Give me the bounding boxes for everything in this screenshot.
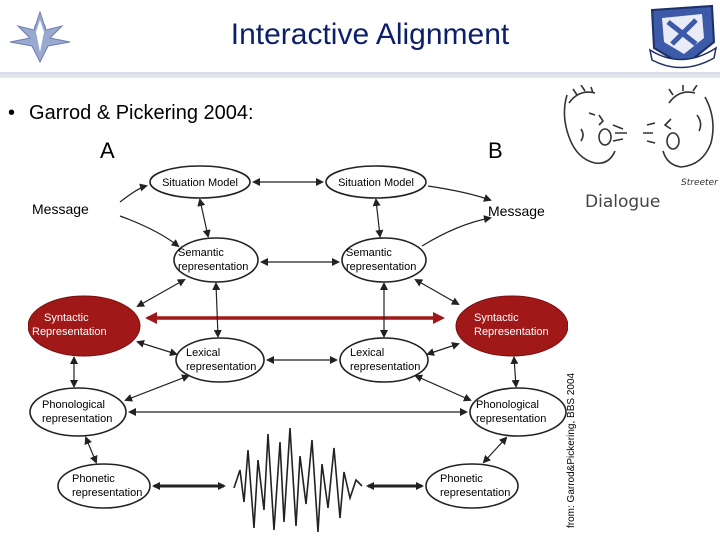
slide-title: Interactive Alignment bbox=[230, 18, 510, 51]
b-syntactic-phonological-arrow bbox=[510, 356, 520, 388]
b-phonological-label-1: Phonological bbox=[476, 399, 539, 411]
b-syntactic-node bbox=[455, 295, 568, 357]
dialogue-sketch: Streeter Dialogue bbox=[563, 85, 719, 212]
b-phonetic-label-2: representation bbox=[440, 487, 510, 499]
label-a: A bbox=[100, 138, 115, 163]
bullet-text: Garrod & Pickering 2004: bbox=[29, 102, 254, 124]
a-message-to-semantic-arrow bbox=[119, 215, 180, 248]
a-lexical-label-2: representation bbox=[186, 361, 256, 373]
a-semantic-lexical-arrow bbox=[212, 282, 222, 338]
b-situation-model-node bbox=[325, 165, 427, 199]
a-situation-model-node bbox=[149, 165, 251, 199]
a-lexical-label-1: Lexical bbox=[186, 347, 220, 359]
a-syntactic-lexical-arrow bbox=[136, 339, 178, 357]
a-semantic-syntactic-arrow bbox=[136, 279, 186, 307]
b-phonetic-label-1: Phonetic bbox=[440, 473, 483, 485]
b-lexical-label-1: Lexical bbox=[350, 347, 384, 359]
b-phonological-node bbox=[469, 387, 567, 437]
a-phonetic-label-1: Phonetic bbox=[72, 473, 115, 485]
sketch-caption: Dialogue bbox=[585, 192, 660, 212]
b-syntactic-lexical-arrow bbox=[426, 342, 460, 356]
alignment-diagram: A B Situation Model Situation Model Mess… bbox=[28, 138, 568, 533]
a-syntactic-label-1: Syntactic bbox=[44, 312, 89, 324]
b-situation-semantic-arrow bbox=[372, 198, 384, 238]
a-phonological-label-1: Phonological bbox=[42, 399, 105, 411]
sketch-signature: Streeter bbox=[681, 178, 719, 188]
b-lexical-phonological-arrow bbox=[414, 374, 472, 402]
b-lexical-node bbox=[339, 337, 429, 383]
source-credit: from: Garrod&Pickering, BBS 2004 bbox=[566, 372, 577, 528]
title-divider bbox=[0, 72, 720, 78]
b-message-label: Message bbox=[488, 203, 545, 219]
a-phonological-label-2: representation bbox=[42, 413, 112, 425]
b-semantic-label-2: representation bbox=[346, 261, 416, 273]
b-situation-model-label: Situation Model bbox=[338, 177, 414, 189]
b-lexical-label-2: representation bbox=[350, 361, 420, 373]
a-situation-model-label: Situation Model bbox=[162, 177, 238, 189]
bullet-dot: • bbox=[8, 102, 16, 124]
a-semantic-node bbox=[173, 237, 259, 283]
a-lexical-phonological-arrow bbox=[124, 374, 190, 402]
a-phonological-phonetic-arrow bbox=[84, 436, 98, 464]
b-semantic-to-message-arrow bbox=[421, 215, 492, 247]
b-phonetic-node bbox=[425, 463, 519, 509]
b-phonological-label-2: representation bbox=[476, 413, 546, 425]
a-phonological-node bbox=[29, 387, 127, 437]
a-syntactic-label-2: Representation bbox=[32, 326, 107, 338]
a-message-label: Message bbox=[32, 201, 89, 217]
label-b: B bbox=[488, 138, 503, 163]
unit-crest-icon bbox=[648, 4, 718, 69]
b-syntactic-label-2: Representation bbox=[474, 326, 549, 338]
a-lexical-node bbox=[175, 337, 265, 383]
a-phonetic-label-2: representation bbox=[72, 487, 142, 499]
a-semantic-label-2: representation bbox=[178, 261, 248, 273]
b-semantic-syntactic-arrow bbox=[414, 279, 460, 305]
a-syntactic-node bbox=[28, 295, 141, 357]
speaker-b-face bbox=[643, 85, 714, 168]
speech-waveform bbox=[233, 427, 363, 533]
b-phonological-phonetic-arrow bbox=[482, 436, 508, 464]
a-situation-semantic-arrow bbox=[197, 198, 211, 238]
a-message-to-situation-arrow bbox=[119, 183, 148, 203]
air-force-logo-icon bbox=[4, 2, 76, 70]
a-phonetic-node bbox=[57, 463, 151, 509]
speaker-a-face bbox=[563, 85, 627, 165]
b-syntactic-label-1: Syntactic bbox=[474, 312, 519, 324]
b-semantic-label-1: Semantic bbox=[346, 247, 392, 259]
a-semantic-label-1: Semantic bbox=[178, 247, 224, 259]
b-semantic-node bbox=[341, 237, 427, 283]
bullet-point: • Garrod & Pickering 2004: bbox=[8, 102, 254, 125]
b-situation-to-message-arrow bbox=[427, 185, 492, 202]
